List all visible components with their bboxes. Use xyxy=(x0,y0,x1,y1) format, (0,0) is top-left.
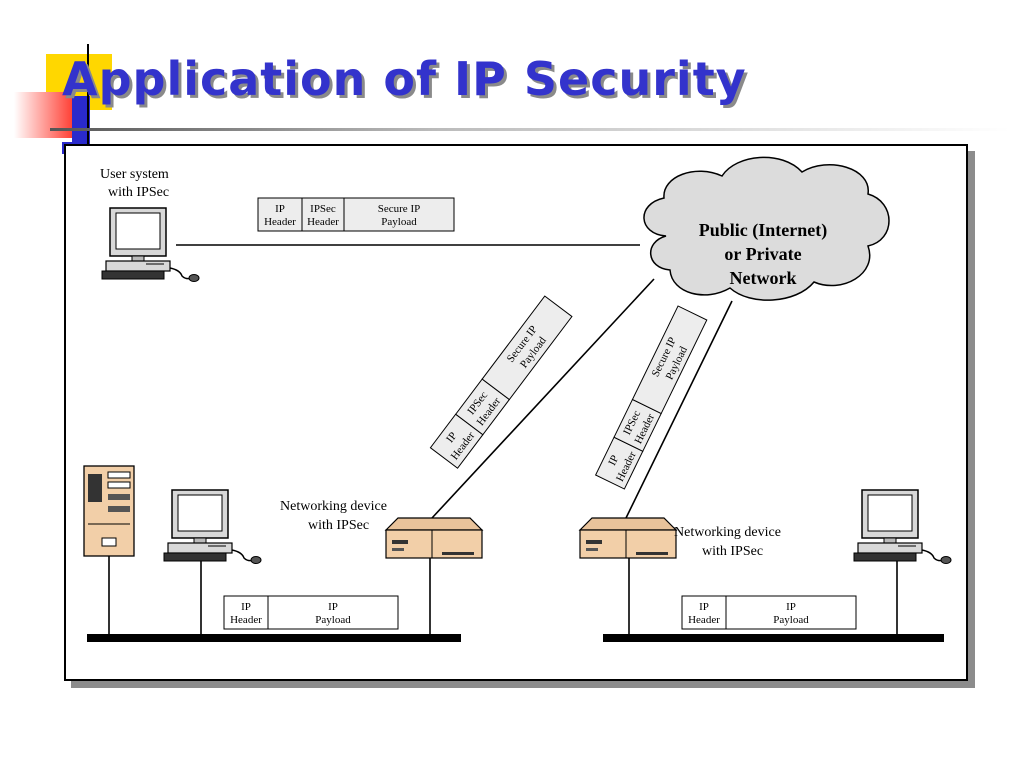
lan-bar-right xyxy=(603,634,944,642)
user-system-label-line1: User system xyxy=(100,167,169,182)
plain-right-ip-header-l2: Header xyxy=(688,614,720,626)
cloud-label-line2: or Private xyxy=(724,244,801,264)
router-left-icon xyxy=(385,517,483,559)
user-system: User system with IPSec xyxy=(100,167,200,283)
user-system-label-line2: with IPSec xyxy=(108,185,169,200)
device-left-label-line2: with IPSec xyxy=(308,518,369,533)
plain-right-payload-l2: Payload xyxy=(773,614,809,626)
plain-left-ip-header-l2: Header xyxy=(230,614,262,626)
device-right-label-line1: Networking device xyxy=(674,525,781,540)
right-workstation-icon xyxy=(853,489,952,565)
ipsec-diagram: Public (Internet) or Private Network Use… xyxy=(64,144,968,681)
left-workstation-icon xyxy=(163,489,262,565)
packet-payload-l1: Secure IP xyxy=(378,203,420,215)
diagram-canvas: Public (Internet) or Private Network Use… xyxy=(83,156,952,642)
slide-title: Application of IP Security xyxy=(62,52,747,106)
device-right-label-line2: with IPSec xyxy=(702,544,763,559)
plain-left-ip-header-l1: IP xyxy=(241,601,251,613)
router-right-icon xyxy=(579,517,677,559)
packet-ipsec-header-l2: Header xyxy=(307,216,339,228)
connection-lines xyxy=(108,244,898,637)
plain-packet-right: IP Header IP Payload xyxy=(681,595,857,630)
plain-right-payload-l1: IP xyxy=(786,601,796,613)
secure-packet-top: IP Header IPSec Header Secure IP Payload xyxy=(257,197,455,232)
plain-left-payload-l2: Payload xyxy=(315,614,351,626)
cloud-label-line3: Network xyxy=(730,268,797,288)
title-decoration xyxy=(0,0,1024,160)
device-left-label-line1: Networking device xyxy=(280,499,387,514)
cloud-label-line1: Public (Internet) xyxy=(699,220,827,241)
plain-packet-left: IP Header IP Payload xyxy=(223,595,399,630)
packet-ip-header-l2: Header xyxy=(264,216,296,228)
packet-ip-header-l1: IP xyxy=(275,203,285,215)
secure-packet-diagonal-right: IP Header IPSec Header Secure IP Payload xyxy=(594,305,708,490)
plain-right-ip-header-l1: IP xyxy=(699,601,709,613)
plain-left-payload-l1: IP xyxy=(328,601,338,613)
packet-payload-l2: Payload xyxy=(381,216,417,228)
lan-bar-left xyxy=(87,634,461,642)
network-cloud: Public (Internet) or Private Network xyxy=(643,156,890,301)
packet-ipsec-header-l1: IPSec xyxy=(310,203,336,215)
diag-right-ip-header-l1: IP xyxy=(606,453,621,467)
server-tower-icon xyxy=(83,465,135,557)
secure-packet-diagonal-left: IP Header IPSec Header Secure IP Payload xyxy=(429,295,573,469)
